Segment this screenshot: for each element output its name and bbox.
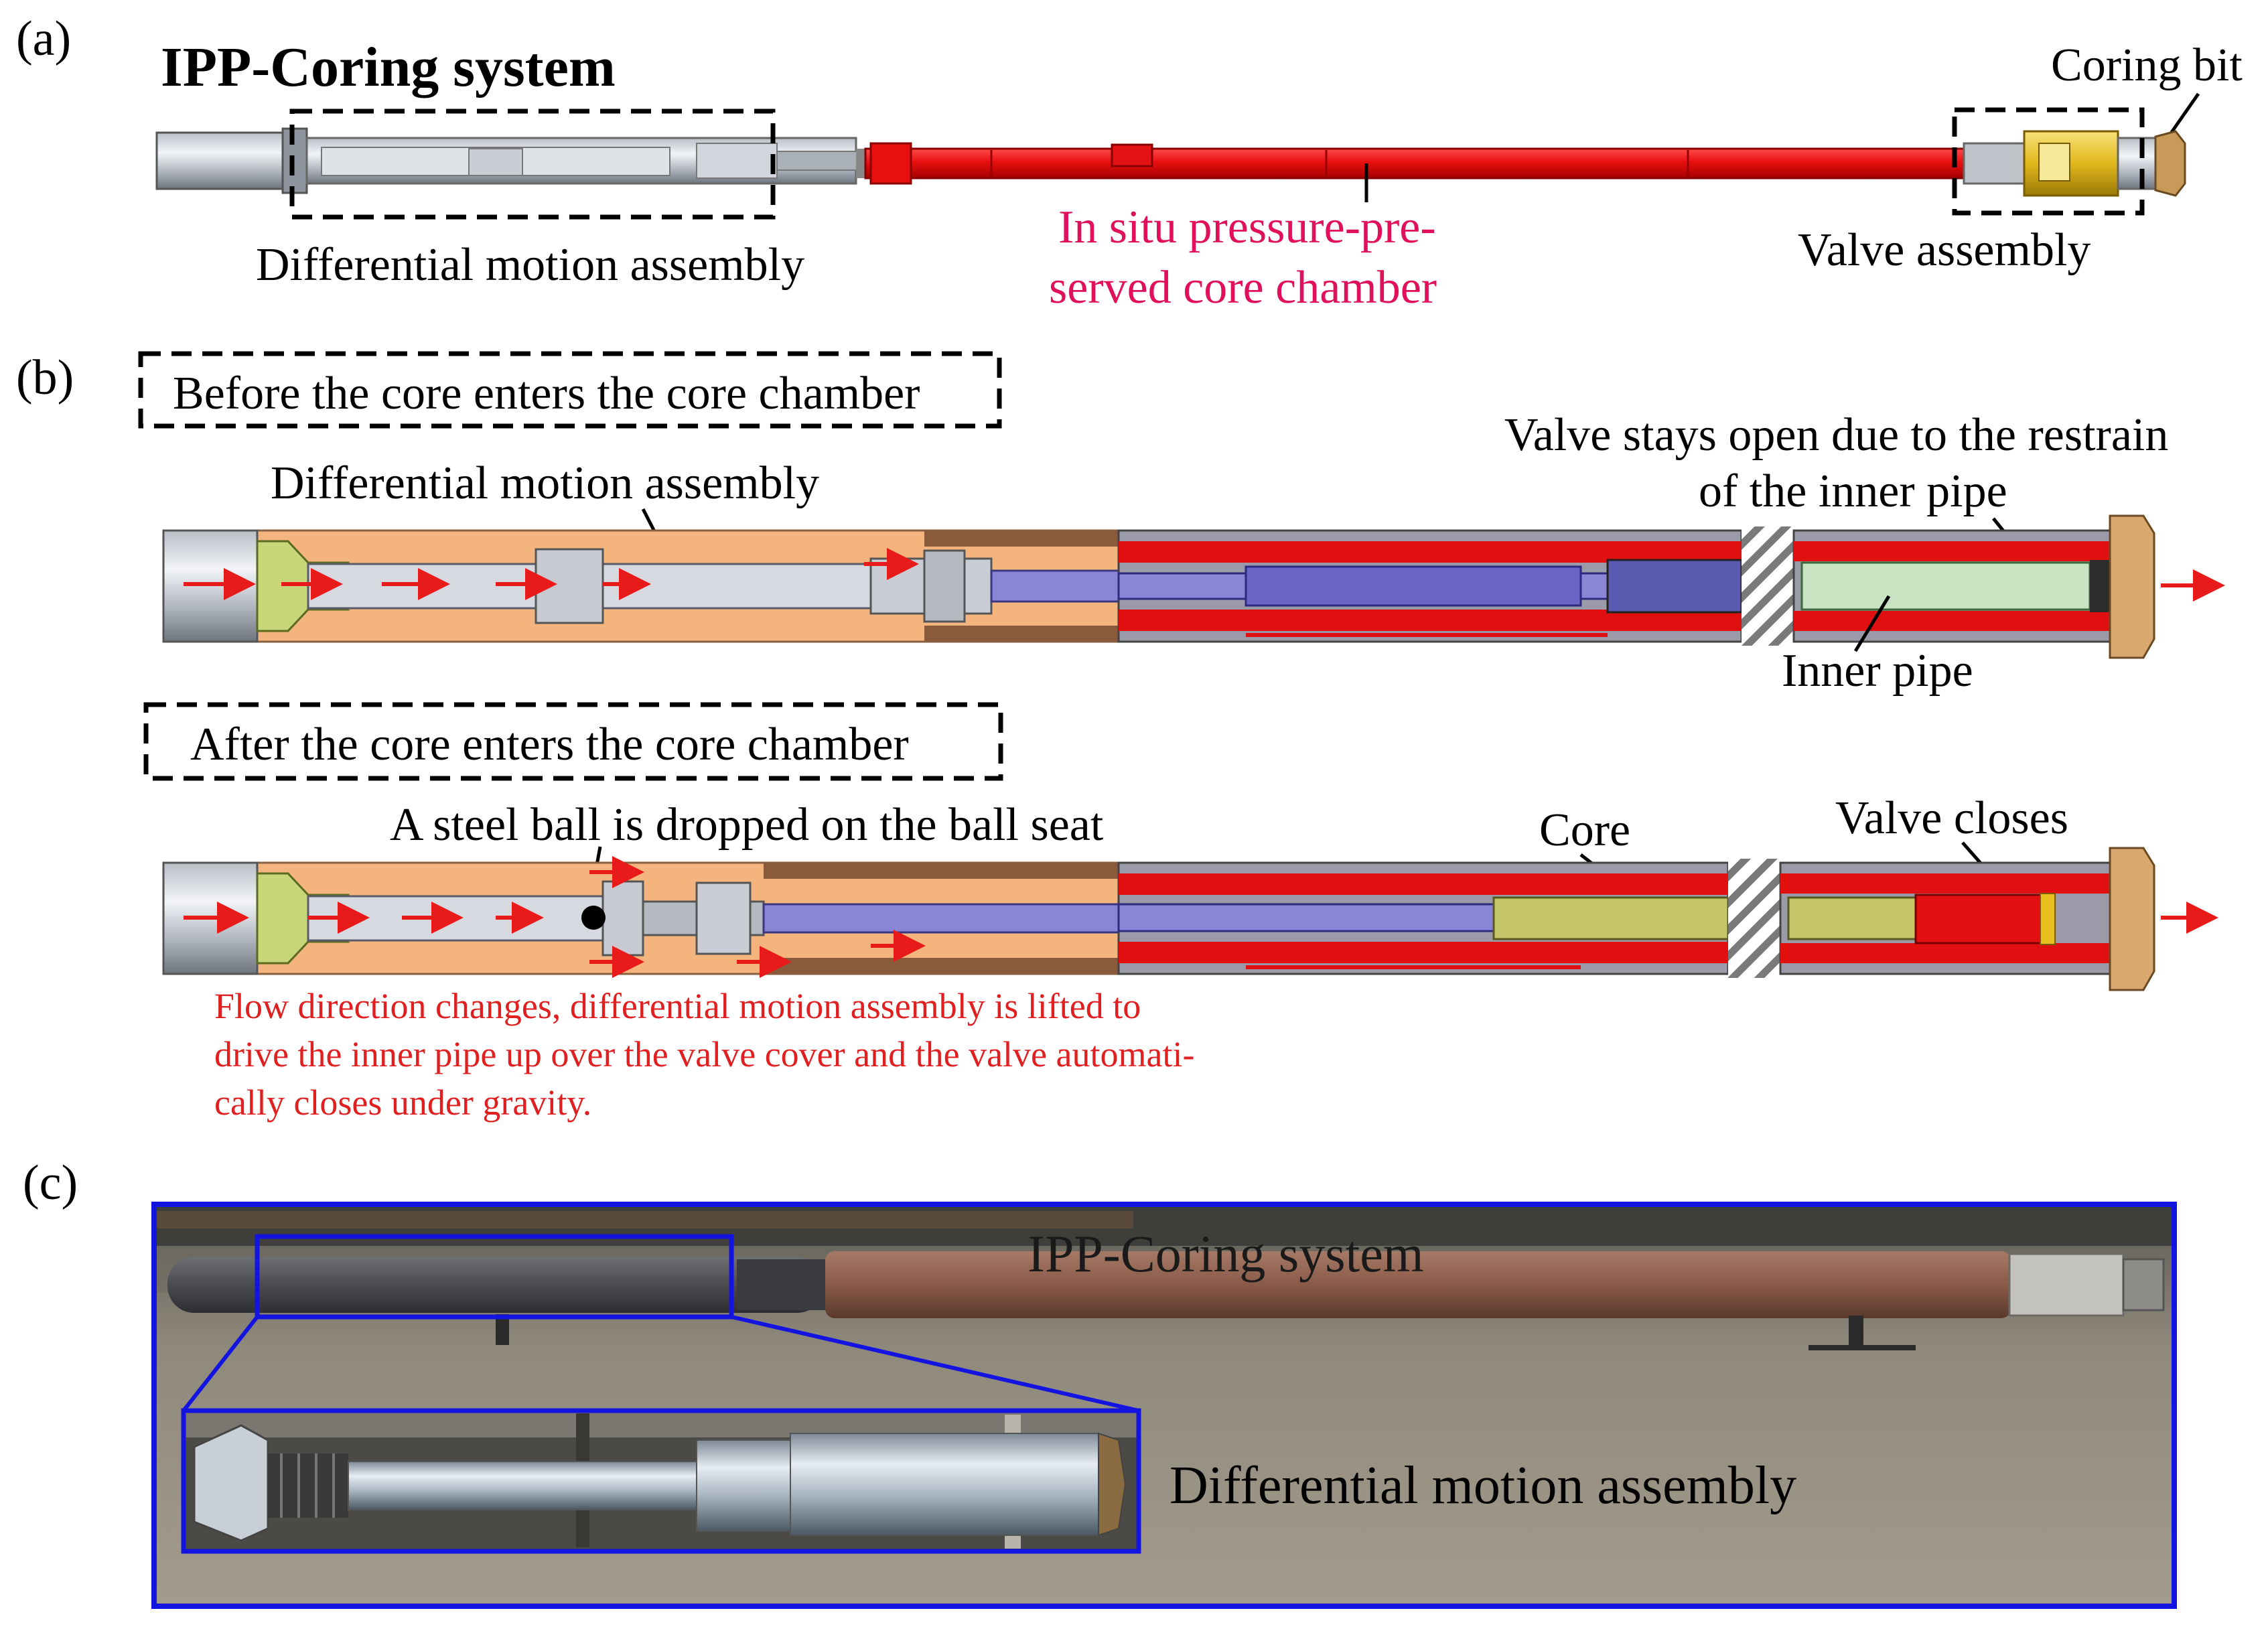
zoom-line-right: [731, 1315, 1139, 1413]
chamber-label-line2: served core chamber: [1049, 262, 1437, 313]
valve-open-line1: Valve stays open due to the restrain: [1504, 409, 2168, 461]
after-cross-section: [162, 847, 2218, 991]
before-cross-section: [162, 514, 2225, 659]
panel-c: (c): [23, 1155, 2177, 1609]
panel-b-differential-label: Differential motion assembly: [271, 457, 819, 509]
valve-assembly-box: [1952, 107, 2145, 216]
photo-frame: [151, 1202, 2177, 1609]
coring-bit-leader: [2166, 92, 2200, 139]
valve-open-line2: of the inner pipe: [1699, 466, 2007, 517]
flow-note-line3: cally closes under gravity.: [214, 1082, 591, 1123]
flow-note-line1: Flow direction changes, differential mot…: [214, 986, 1141, 1026]
panel-c-label: (c): [23, 1155, 78, 1210]
zoom-line-left: [182, 1316, 259, 1412]
before-title: Before the core enters the core chamber: [173, 368, 920, 419]
steel-ball-label: A steel ball is dropped on the ball seat: [390, 799, 1104, 851]
panel-a-differential-label: Differential motion assembly: [256, 239, 804, 291]
after-title-box: [143, 702, 1003, 781]
panel-c-differential-label: Differential motion assembly: [1170, 1456, 1796, 1515]
steel-ball: [581, 906, 606, 930]
panel-b-label: (b): [16, 350, 74, 405]
inset-frame: [181, 1408, 1141, 1554]
panel-a-label: (a): [16, 11, 71, 66]
coring-bit-label: Coring bit: [2051, 40, 2243, 91]
panel-b: (b) Before the core enters the core cham…: [16, 350, 2225, 1123]
inner-pipe-label: Inner pipe: [1782, 645, 1973, 697]
before-title-box: [138, 351, 1002, 429]
flow-note-line2: drive the inner pipe up over the valve c…: [214, 1034, 1194, 1074]
valve-closes-label: Valve closes: [1835, 792, 2068, 844]
differential-assembly-box: [289, 109, 776, 220]
after-title: After the core enters the core chamber: [190, 719, 909, 770]
ipp-coring-tool-drawing: [155, 127, 2186, 197]
chamber-label-line1: In situ pressure-pre-: [1058, 202, 1436, 253]
panel-a-title: IPP-Coring system: [161, 36, 616, 98]
inset-photo: [184, 1411, 1139, 1551]
panel-c-system-label: IPP-Coring system: [1027, 1224, 1424, 1283]
core-label: Core: [1539, 804, 1630, 856]
valve-assembly-label: Valve assembly: [1798, 224, 2090, 276]
inner-pipe-leader: [1853, 595, 1891, 652]
panel-a: (a) IPP-Coring system Coring bit: [16, 11, 2243, 313]
zoom-source-box: [255, 1234, 734, 1320]
